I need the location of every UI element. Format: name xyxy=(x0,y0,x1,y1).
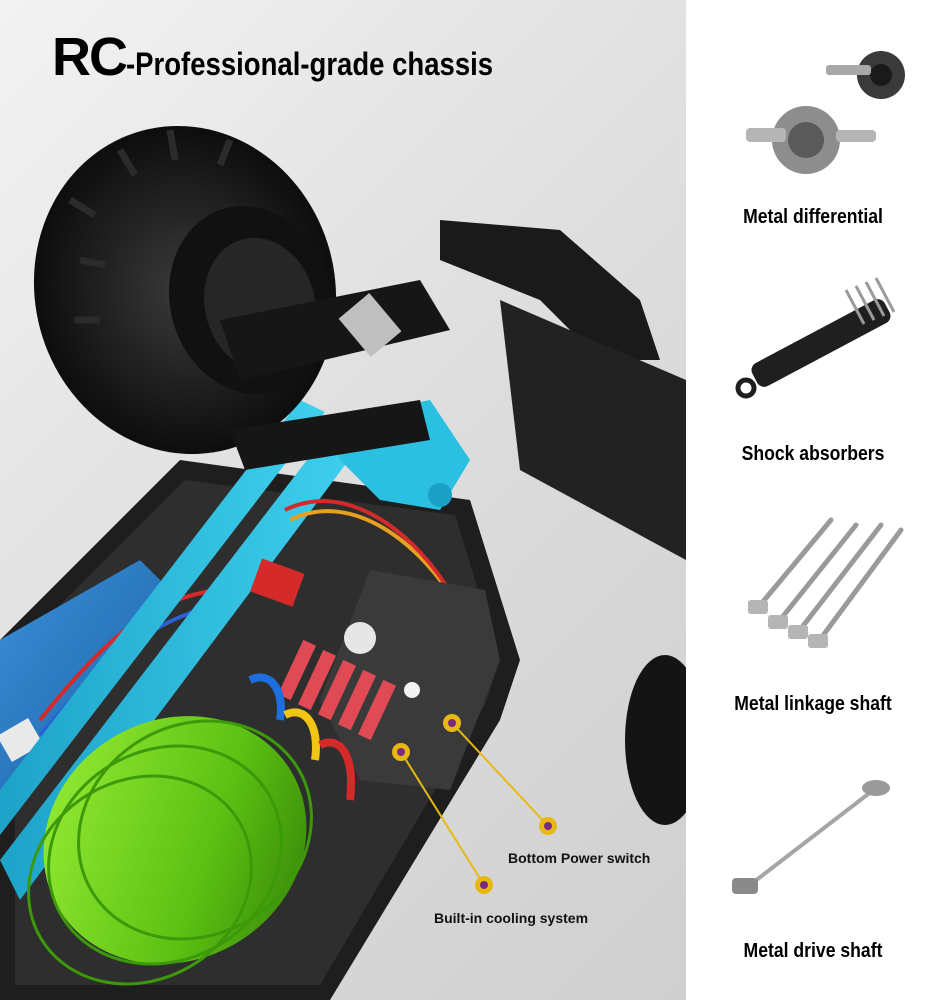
part-label: Shock absorbers xyxy=(741,443,885,465)
shock-absorber-image xyxy=(735,277,896,399)
rear-wheel xyxy=(625,655,686,825)
callout-power-switch: Bottom Power switch xyxy=(508,850,651,866)
title-suffix: -Professional-grade chassis xyxy=(126,46,494,82)
differential-image xyxy=(746,51,905,174)
marker-cooling-start xyxy=(392,743,410,761)
marker-power-switch-start xyxy=(443,714,461,732)
title-prefix: RC xyxy=(52,27,128,87)
chassis-illustration xyxy=(0,125,686,1000)
part-label: Metal drive shaft xyxy=(743,940,883,962)
marker-cooling-end xyxy=(475,876,493,894)
linkage-shaft-image xyxy=(748,517,904,648)
part-label: Metal linkage shaft xyxy=(734,693,892,715)
suspension xyxy=(220,220,686,560)
drive-shaft-image xyxy=(732,780,890,894)
callout-markers xyxy=(392,714,557,894)
wiring xyxy=(250,499,462,611)
parts-panel: Metal differential Shock absorbers xyxy=(686,0,940,1000)
page-title: RC-Professional-grade chassis xyxy=(52,30,553,84)
brushless-motor xyxy=(27,716,313,986)
marker-power-switch-end xyxy=(539,817,557,835)
callout-cooling-system: Built-in cooling system xyxy=(434,910,589,926)
esc-unit xyxy=(248,570,500,801)
chassis-hero: RC-Professional-grade chassis Bottom Pow… xyxy=(0,0,686,1000)
part-label: Metal differential xyxy=(743,206,883,228)
